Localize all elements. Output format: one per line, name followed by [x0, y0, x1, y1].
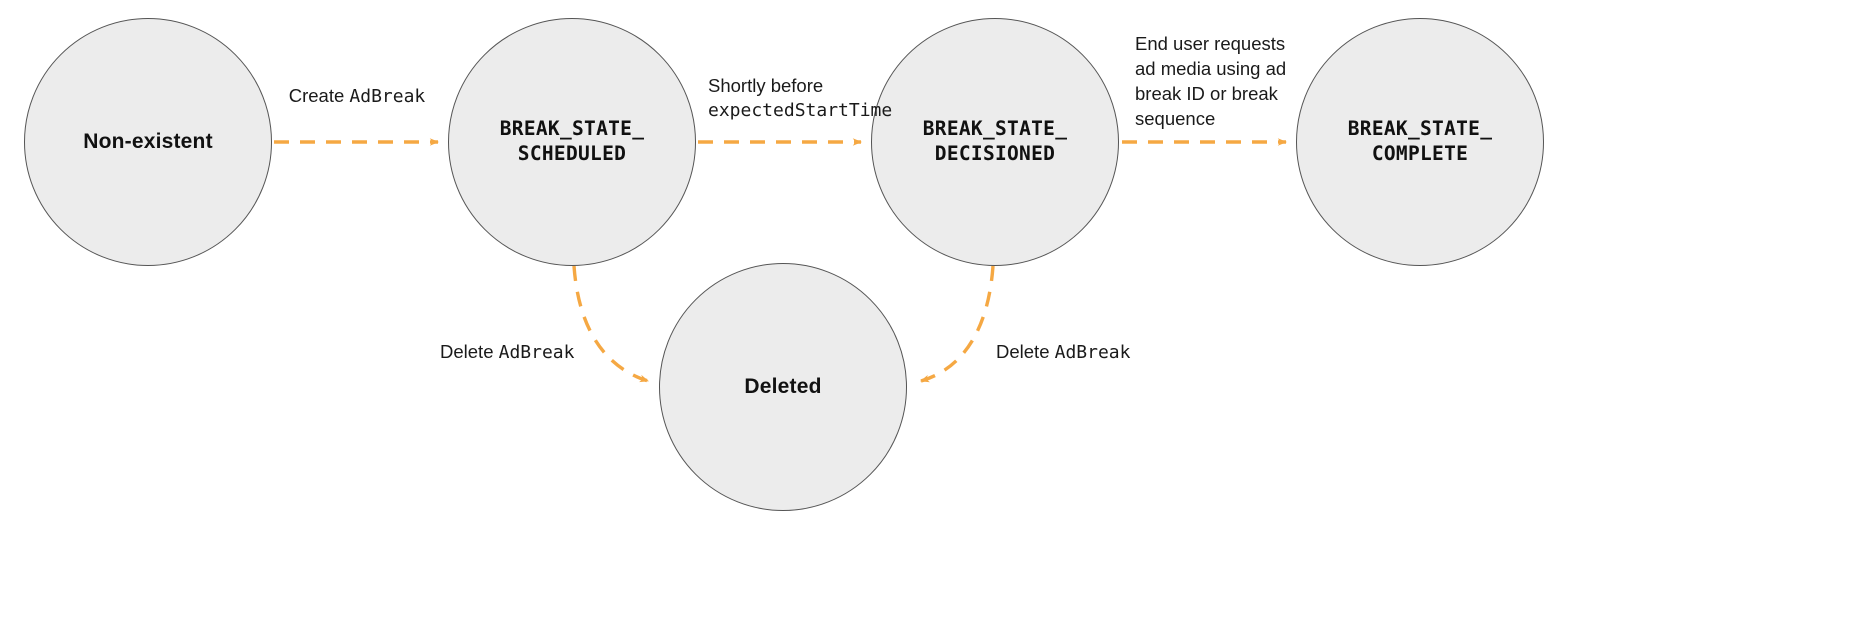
edge-label-run: Delete — [440, 341, 499, 362]
edge-label-run: Delete — [996, 341, 1055, 362]
state-node-label: Non-existent — [83, 129, 213, 153]
edge-label-run: AdBreak — [349, 86, 426, 107]
edge-label-line: Delete AdBreak — [440, 340, 580, 365]
edge-label-run: AdBreak — [1054, 342, 1131, 363]
edge-label-run: Shortly before — [708, 75, 824, 96]
edge-label-run: break ID or break — [1135, 82, 1278, 104]
edge-label-line: break ID or break — [1135, 82, 1305, 107]
edge-label-shortly-before: Shortly before expectedStartTime — [708, 74, 892, 123]
state-node-label: BREAK_STATE_ DECISIONED — [922, 117, 1068, 165]
edge-delete-adbreak-decisioned — [920, 265, 995, 383]
state-node-break-state-scheduled[interactable]: BREAK_STATE_ SCHEDULED — [448, 18, 696, 266]
edge-label-line: sequence — [1135, 107, 1305, 132]
edge-label-create-adbreak: Create AdBreak — [282, 84, 432, 109]
edge-label-line: End user requests — [1135, 32, 1305, 57]
edge-label-line: ad media using ad — [1135, 57, 1305, 82]
state-node-label: BREAK_STATE_ SCHEDULED — [499, 117, 645, 165]
state-node-break-state-complete[interactable]: BREAK_STATE_ COMPLETE — [1296, 18, 1544, 266]
edge-label-run: ad media using ad — [1135, 57, 1287, 79]
state-node-deleted[interactable]: Deleted — [659, 263, 907, 511]
edge-label-line: Shortly before — [708, 74, 888, 99]
edge-label-run: expectedStartTime — [708, 99, 893, 121]
state-node-label: BREAK_STATE_ COMPLETE — [1347, 117, 1493, 165]
edge-label-delete-adbreak-scheduled: Delete AdBreak — [440, 340, 580, 365]
edge-label-run: End user requests — [1135, 33, 1286, 54]
edge-delete-adbreak-scheduled — [572, 265, 649, 383]
edge-label-line: Delete AdBreak — [996, 340, 1136, 365]
edge-label-end-user-requests: End user requests ad media using ad break … — [1135, 32, 1305, 132]
state-node-label: Deleted — [744, 374, 822, 398]
edge-label-run: sequence — [1135, 107, 1216, 129]
edge-label-delete-adbreak-decisioned: Delete AdBreak — [996, 340, 1136, 365]
edge-label-run: Create — [288, 85, 350, 106]
edge-label-line: Create AdBreak — [282, 84, 432, 109]
state-node-break-state-decisioned[interactable]: BREAK_STATE_ DECISIONED — [871, 18, 1119, 266]
state-node-non-existent[interactable]: Non-existent — [24, 18, 272, 266]
edge-label-run: AdBreak — [498, 342, 575, 363]
edge-label-line: expectedStartTime — [708, 99, 892, 123]
